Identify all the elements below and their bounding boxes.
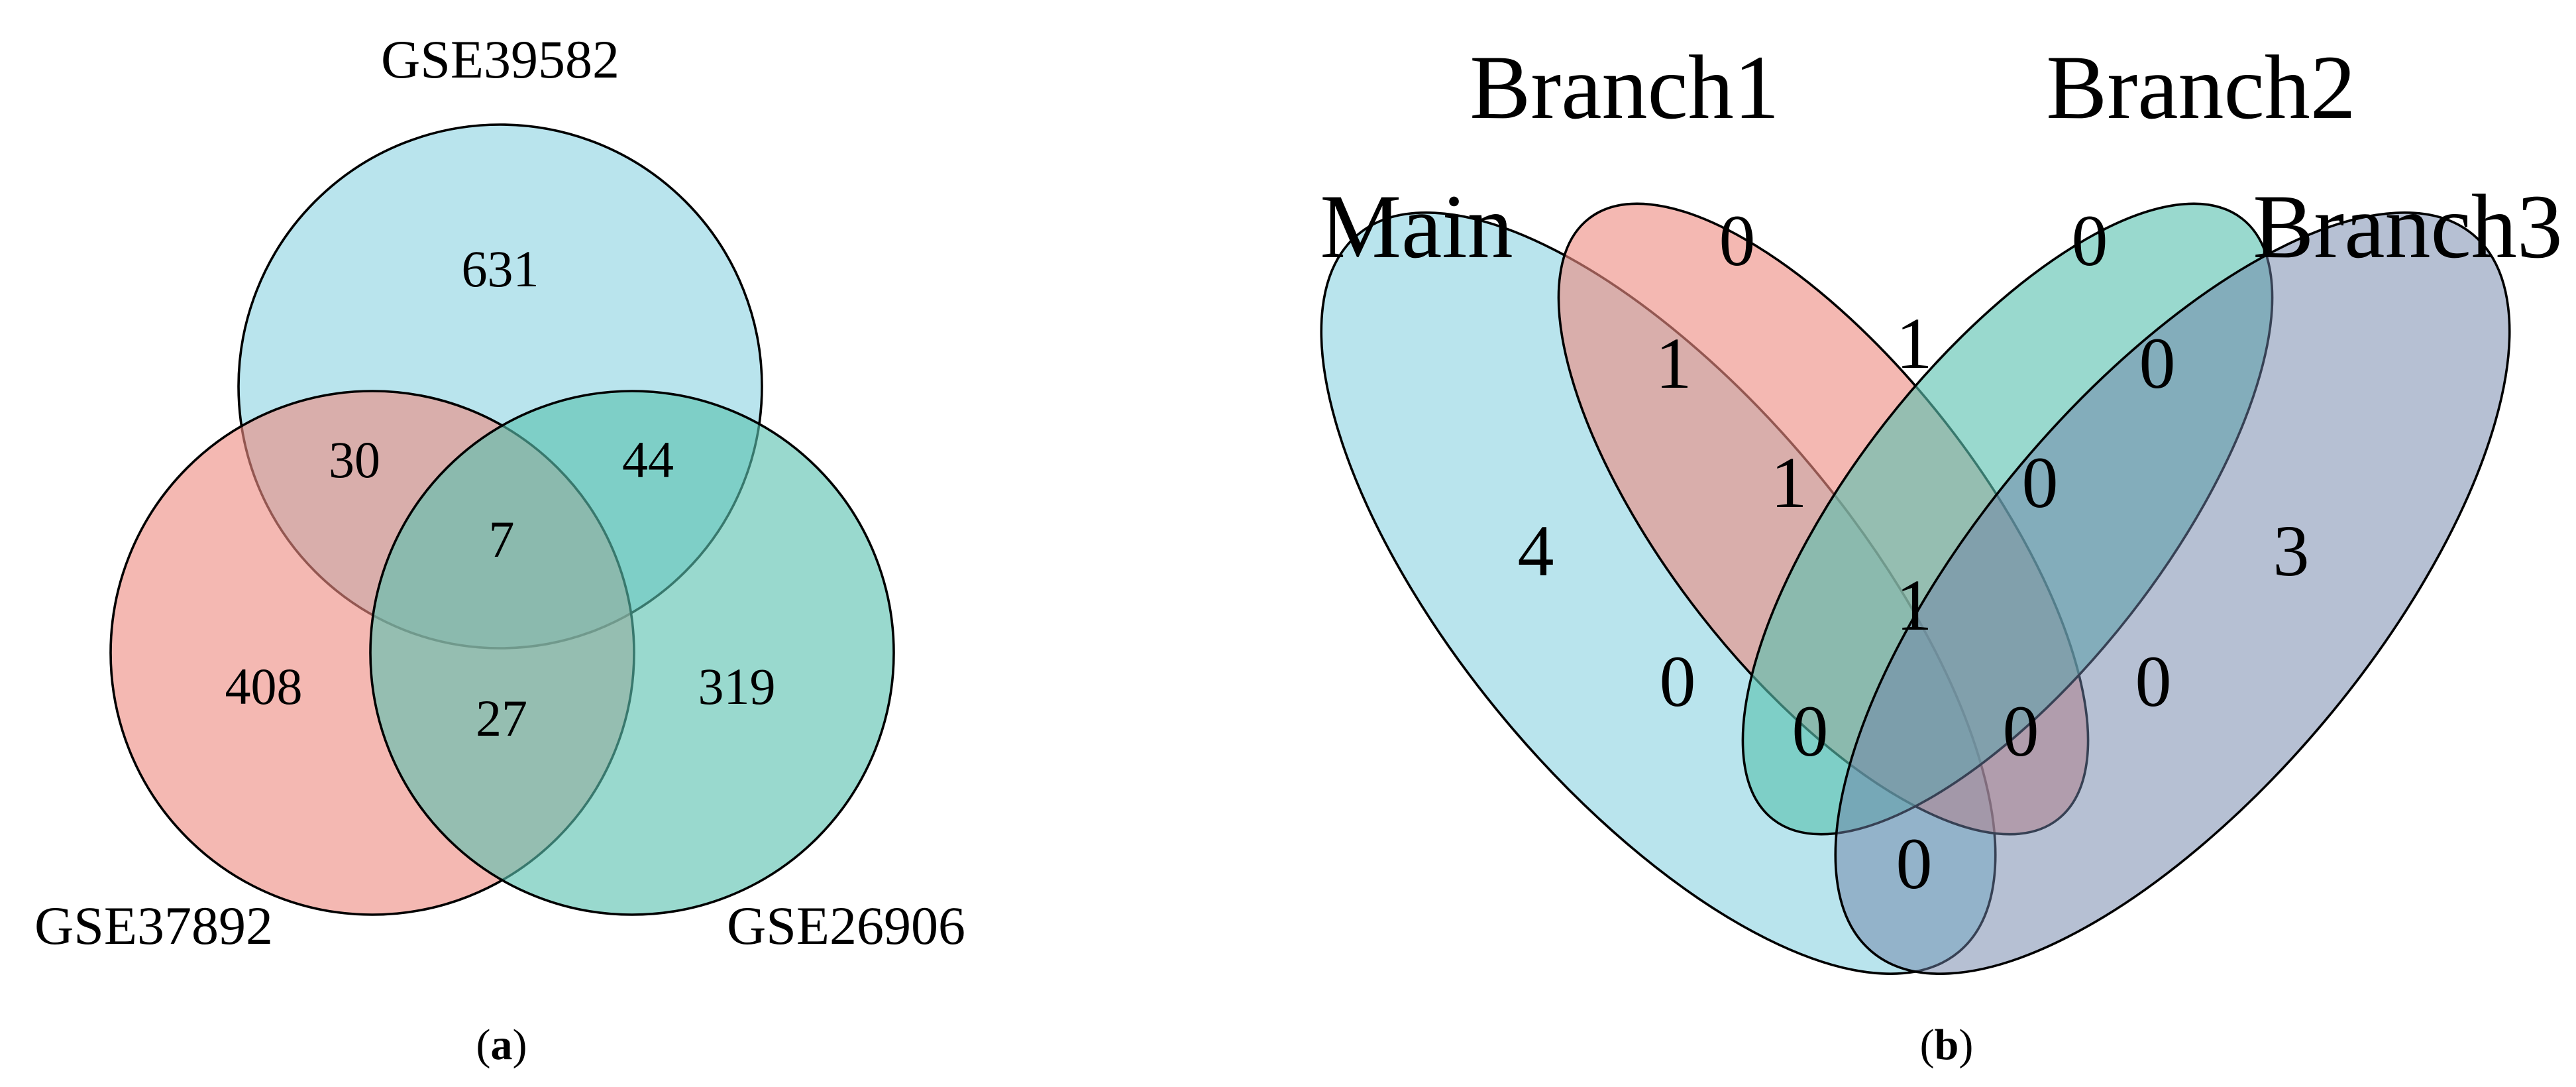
set-label-branch3: Branch3	[2253, 176, 2563, 277]
region-count-main-branch3: 0	[1896, 823, 1933, 904]
region-count-main-branch1: 1	[1656, 323, 1692, 404]
region-count-main-branch1-branch3: 0	[2003, 691, 2039, 772]
set-label-branch1: Branch1	[1470, 36, 1780, 138]
region-count-main-branch2: 0	[1660, 641, 1696, 722]
region-count-only-gse26906: 319	[698, 658, 776, 715]
region-count-branch2-branch3: 0	[2139, 323, 2176, 404]
region-count-main-branch2-branch3: 0	[1792, 691, 1829, 772]
region-count-only-gse39582: 631	[462, 240, 539, 298]
caption-letter: a	[491, 1021, 513, 1069]
set-ellipse-branch3	[1834, 211, 2511, 975]
region-count-all-three: 7	[489, 510, 515, 568]
panel-a: GSE39582 GSE37892 GSE26906 631 30 44 7 4…	[34, 29, 965, 1069]
region-count-gse39582-gse37892: 30	[329, 431, 380, 488]
region-count-gse39582-gse26906: 44	[622, 431, 674, 488]
set-label-gse37892: GSE37892	[34, 895, 273, 956]
set-label-gse39582: GSE39582	[381, 29, 619, 89]
region-count-branch1-branch2: 1	[1896, 303, 1933, 384]
panel-a-caption: (a)	[476, 1021, 527, 1069]
region-count-only-gse37892: 408	[225, 658, 303, 715]
set-label-branch2: Branch2	[2046, 36, 2356, 138]
caption-letter: b	[1935, 1021, 1959, 1069]
region-count-branch2-only: 0	[2072, 200, 2108, 281]
caption-paren-open: (	[476, 1021, 491, 1069]
region-count-branch1-only: 0	[1719, 200, 1756, 281]
set-label-gse26906: GSE26906	[727, 895, 965, 956]
caption-paren-close: )	[513, 1021, 527, 1069]
region-count-gse37892-gse26906: 27	[476, 689, 527, 747]
caption-paren-open: (	[1920, 1021, 1935, 1069]
region-count-branch1-branch2-branch3: 0	[2022, 442, 2059, 523]
region-count-main-only: 4	[1518, 510, 1554, 591]
panel-b: Main Branch1 Branch2 Branch3 0 0 1 1 0 1…	[1320, 36, 2563, 1069]
caption-paren-close: )	[1959, 1021, 1973, 1069]
region-count-branch1-branch3: 0	[2135, 641, 2172, 722]
set-label-main: Main	[1320, 176, 1513, 277]
region-count-all-four: 1	[1896, 565, 1933, 646]
set-circle-gse26906	[369, 390, 895, 916]
region-count-branch3-only: 3	[2273, 510, 2310, 591]
panel-b-caption: (b)	[1920, 1021, 1974, 1069]
region-count-main-branch1-branch2: 1	[1771, 442, 1807, 523]
